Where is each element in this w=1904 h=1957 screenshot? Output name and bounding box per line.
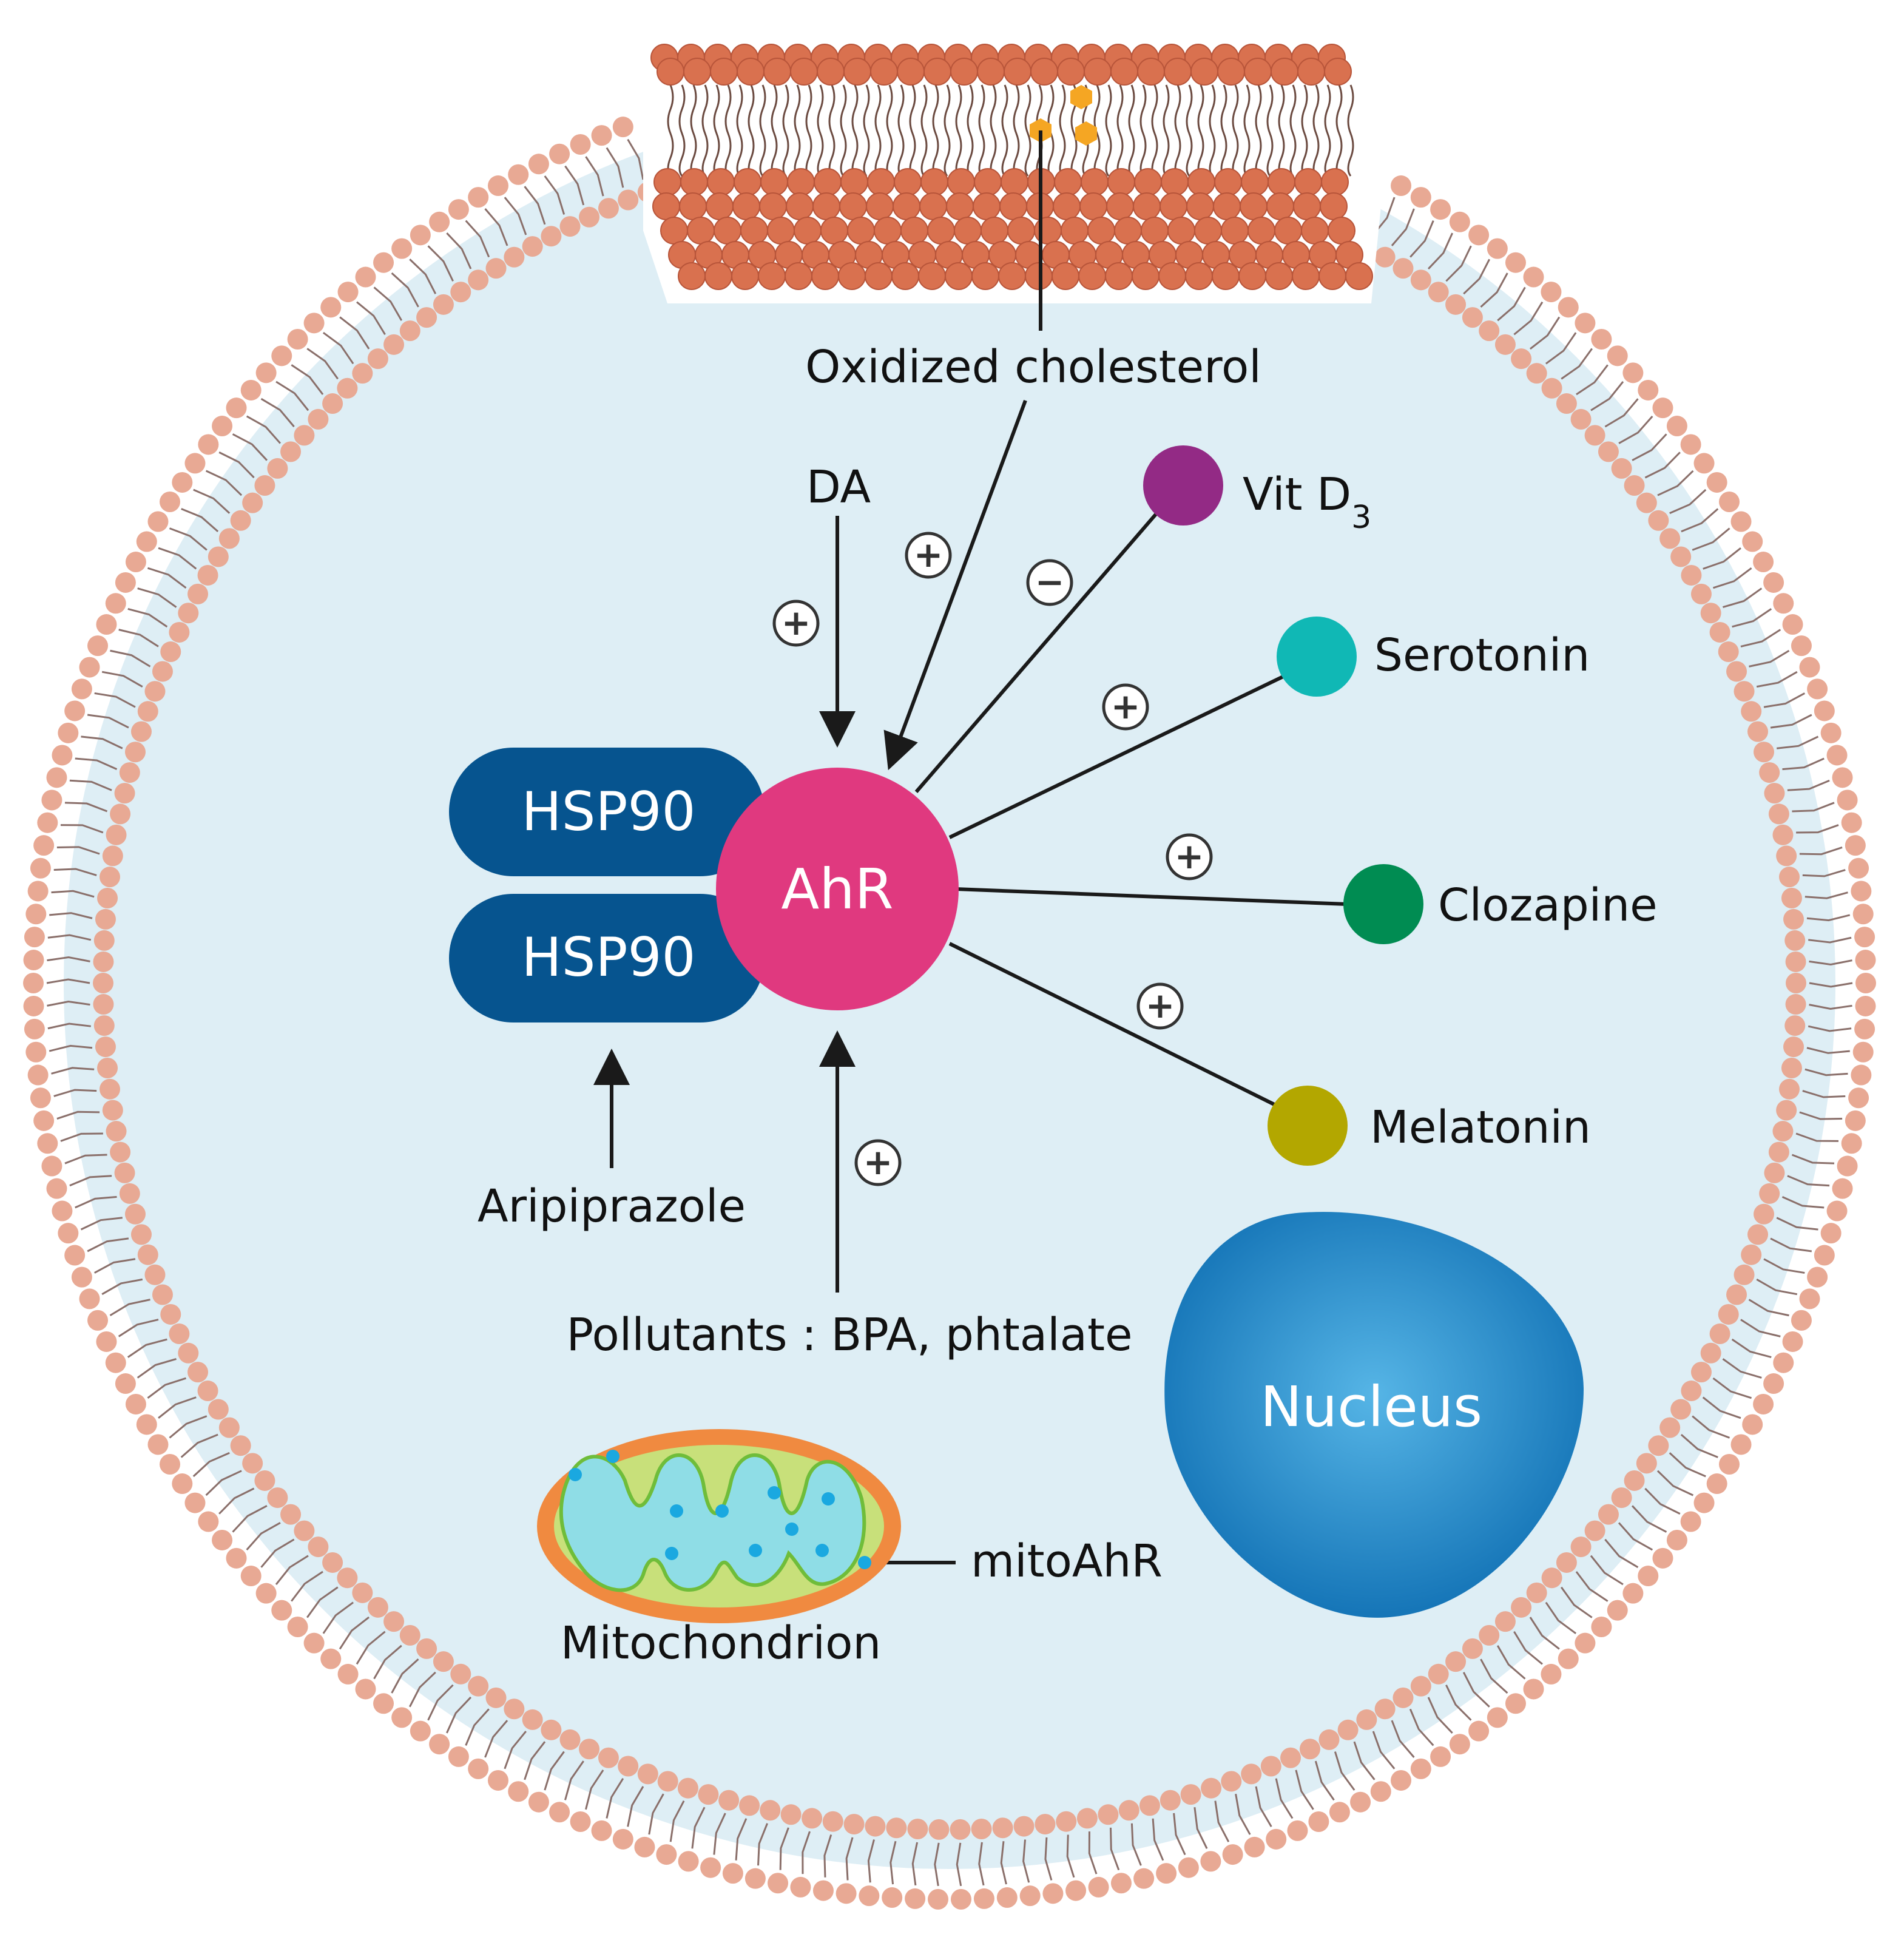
pollutants-sign: + [854,1139,902,1186]
svg-text:+: + [914,534,944,575]
mitoahr-label: mitoAhR [971,1535,1163,1587]
melatonin-label: Melatonin [1370,1101,1591,1154]
nucleus: Nucleus [1164,1212,1584,1618]
cholesterol-arrow [883,399,1027,771]
ahr-label: AhR [781,857,893,922]
hsp90-top [449,748,765,876]
nucleus-body [1164,1212,1584,1618]
vitd-label: Vit D3 [1243,468,1371,536]
vitd-sign: − [1026,559,1073,606]
svg-text:+: + [782,602,811,643]
mito-cristae [559,1453,866,1592]
pollutants-label: Pollutants : BPA, phtalate [566,1309,1132,1361]
cholesterol-sign: + [905,532,952,579]
svg-text:−: − [1035,561,1065,603]
ahr-complex: HSP90 HSP90 AhR [449,748,959,1022]
svg-text:+: + [1146,985,1175,1026]
serotonin-line [948,672,1291,839]
hsp90-top-label: HSP90 [521,780,695,843]
clozapine-label: Clozapine [1438,879,1658,931]
mitochondrion-label: Mitochondrion [561,1617,882,1669]
clozapine-line [955,887,1348,906]
clozapine-dot [1343,864,1423,944]
svg-text:+: + [1111,686,1141,727]
melatonin-dot [1268,1086,1348,1166]
labels: Oxidized cholesterol DA Vit D3 Serotonin… [478,341,1658,1669]
nucleus-label: Nucleus [1260,1374,1482,1439]
ligands [1143,445,1423,1166]
sign-markers: + + − + + + + [772,532,1213,1186]
vitd-dot [1143,445,1223,526]
serotonin-label: Serotonin [1374,629,1590,681]
svg-text:+: + [1175,836,1204,877]
svg-text:+: + [863,1141,893,1183]
aripiprazole-label: Aripiprazole [478,1180,746,1232]
da-sign: + [772,600,820,647]
hsp90-bottom-label: HSP90 [521,926,695,989]
bilayer-closeup [643,42,1389,303]
serotonin-dot [1277,617,1357,697]
vitd-line [914,502,1167,793]
mitochondrion [537,1429,901,1623]
oxidized-cholesterol-label: Oxidized cholesterol [805,341,1261,393]
da-label: DA [806,461,871,513]
cell-membrane [23,117,1876,1910]
melatonin-sign: + [1136,982,1184,1030]
cholesterol-hex-3 [1075,121,1097,146]
clozapine-sign: + [1166,833,1213,880]
mitoahr-dots [569,1450,871,1569]
ahr-node [716,768,959,1010]
hsp90-bottom [449,894,765,1022]
cholesterol-hex-1 [1070,85,1092,109]
cholesterol-molecule [1030,85,1097,146]
lipid-bilayer [650,44,1373,290]
serotonin-sign: + [1102,683,1149,731]
vitd-subscript: 3 [1351,499,1371,536]
melatonin-line [948,942,1275,1106]
